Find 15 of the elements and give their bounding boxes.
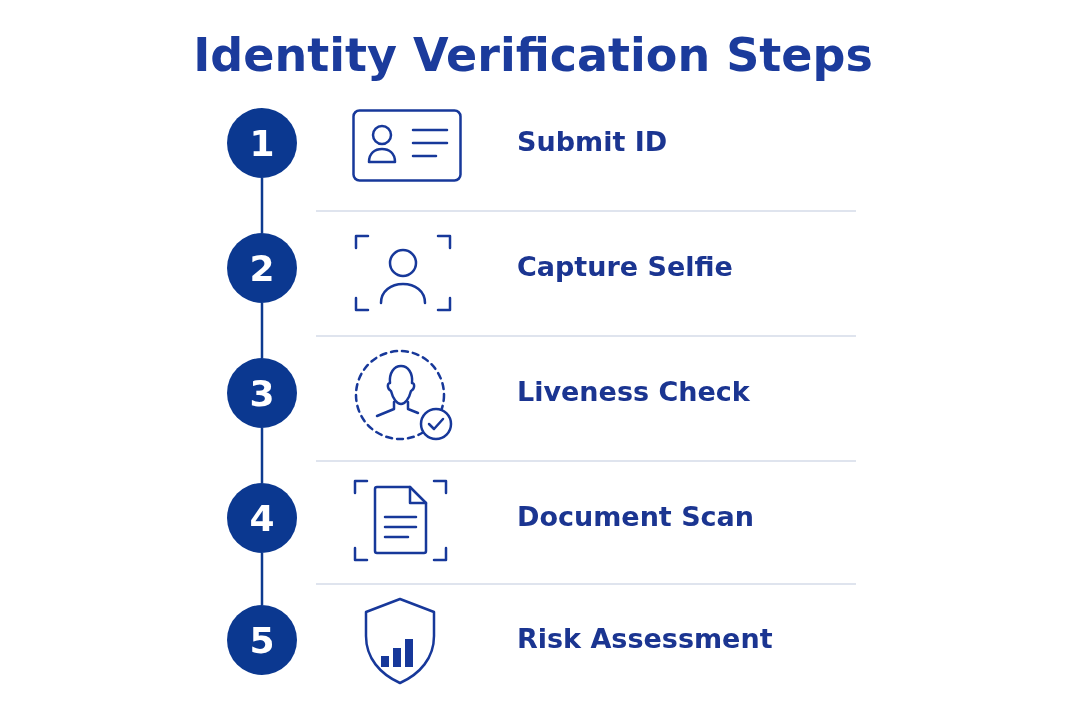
- step-number-badge: 4: [227, 483, 297, 553]
- step-label: Risk Assessment: [517, 622, 773, 656]
- diagram-title: Identity Verification Steps: [193, 27, 873, 83]
- step-label: Capture Selfie: [517, 250, 733, 284]
- connector-line: [260, 553, 264, 605]
- step-number-badge: 2: [227, 233, 297, 303]
- step-number-badge: 3: [227, 358, 297, 428]
- step-label: Document Scan: [517, 500, 755, 534]
- connector-line: [260, 178, 264, 233]
- connector-line: [260, 303, 264, 358]
- step-number-badge: 1: [227, 108, 297, 178]
- connector-line: [260, 428, 264, 483]
- step-number-badge: 5: [227, 605, 297, 675]
- step-label: Submit ID: [517, 125, 668, 159]
- step-label: Liveness Check: [517, 375, 750, 409]
